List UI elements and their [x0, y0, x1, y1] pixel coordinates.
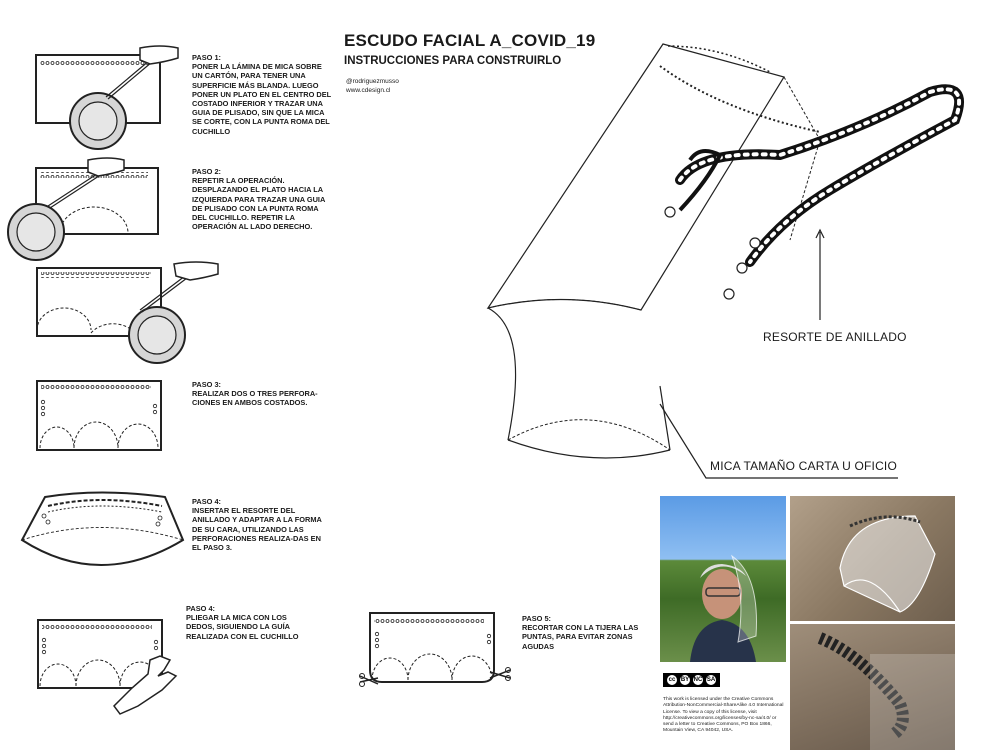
person-image [690, 554, 757, 662]
scissors-icon-left [359, 673, 379, 687]
step-3-head: PASO 3: [192, 380, 222, 389]
photo-shield-on-sofa [790, 496, 955, 621]
step-4b-text: PASO 4: PLIEGAR LA MICA CON LOS DEDOS, S… [186, 604, 316, 641]
step-5-body: RECORTAR CON LA TIJERA LAS PUNTAS, PARA … [522, 623, 639, 651]
author-handle: @rodriguezmusso [346, 78, 399, 85]
step-4a-body: INSERTAR EL RESORTE DEL ANILLADO Y ADAPT… [192, 506, 322, 553]
spring-photo-image [817, 632, 955, 750]
step-5-text: PASO 5: RECORTAR CON LA TIJERA LAS PUNTA… [522, 614, 647, 651]
step-4a-illustration [20, 491, 185, 566]
step-2-head: PASO 2: [192, 167, 222, 176]
step-3-text: PASO 3: REALIZAR DOS O TRES PERFORA-CION… [192, 380, 332, 408]
step-2-illustration [7, 157, 159, 261]
step-2-text: PASO 2: REPETIR LA OPERACIÓN. DESPLAZAND… [192, 167, 332, 231]
step-3-illustration [36, 380, 162, 451]
shield-photo-image [839, 515, 936, 613]
page-subtitle: INSTRUCCIONES PARA CONSTRUIRLO [344, 55, 562, 67]
photo-person-wearing-shield [660, 496, 786, 662]
callout-sheet: MICA TAMAÑO CARTA U OFICIO [710, 459, 897, 473]
step-1-head: PASO 1: [192, 53, 222, 62]
shield-main-illustration [486, 43, 964, 479]
step-3-body: REALIZAR DOS O TRES PERFORA-CIONES EN AM… [192, 389, 318, 408]
author-website: www.cdesign.cl [346, 87, 391, 94]
step-2b-illustration [36, 261, 219, 364]
scissors-icon-right [489, 667, 511, 681]
cc-license-badge[interactable]: cc BY NC SA [663, 673, 720, 687]
page-title: ESCUDO FACIAL A_COVID_19 [344, 31, 596, 50]
step-4b-illustration [37, 619, 178, 715]
callout-spring: RESORTE DE ANILLADO [763, 330, 907, 344]
step-1-body: PONER LA LÁMINA DE MICA SOBRE UN CARTÓN,… [192, 62, 332, 136]
step-5-head: PASO 5: [522, 614, 552, 623]
step-4a-head: PASO 4: [192, 497, 222, 506]
step-5-illustration [359, 612, 511, 687]
step-1-illustration [35, 45, 179, 150]
license-text: This work is licensed under the Creative… [663, 697, 784, 734]
nc-icon: NC [693, 675, 703, 685]
photo-spring-closeup [790, 624, 955, 750]
by-icon: BY [680, 675, 690, 685]
step-4b-body: PLIEGAR LA MICA CON LOS DEDOS, SIGUIENDO… [186, 613, 299, 641]
step-1-text: PASO 1: PONER LA LÁMINA DE MICA SOBRE UN… [192, 53, 332, 136]
cc-icon: cc [667, 675, 677, 685]
step-4b-head: PASO 4: [186, 604, 216, 613]
author-info: @rodriguezmusso www.cdesign.cl [346, 77, 399, 95]
sa-icon: SA [706, 675, 716, 685]
step-4a-text: PASO 4: INSERTAR EL RESORTE DEL ANILLADO… [192, 497, 332, 552]
step-2-body: REPETIR LA OPERACIÓN. DESPLAZANDO EL PLA… [192, 176, 326, 232]
